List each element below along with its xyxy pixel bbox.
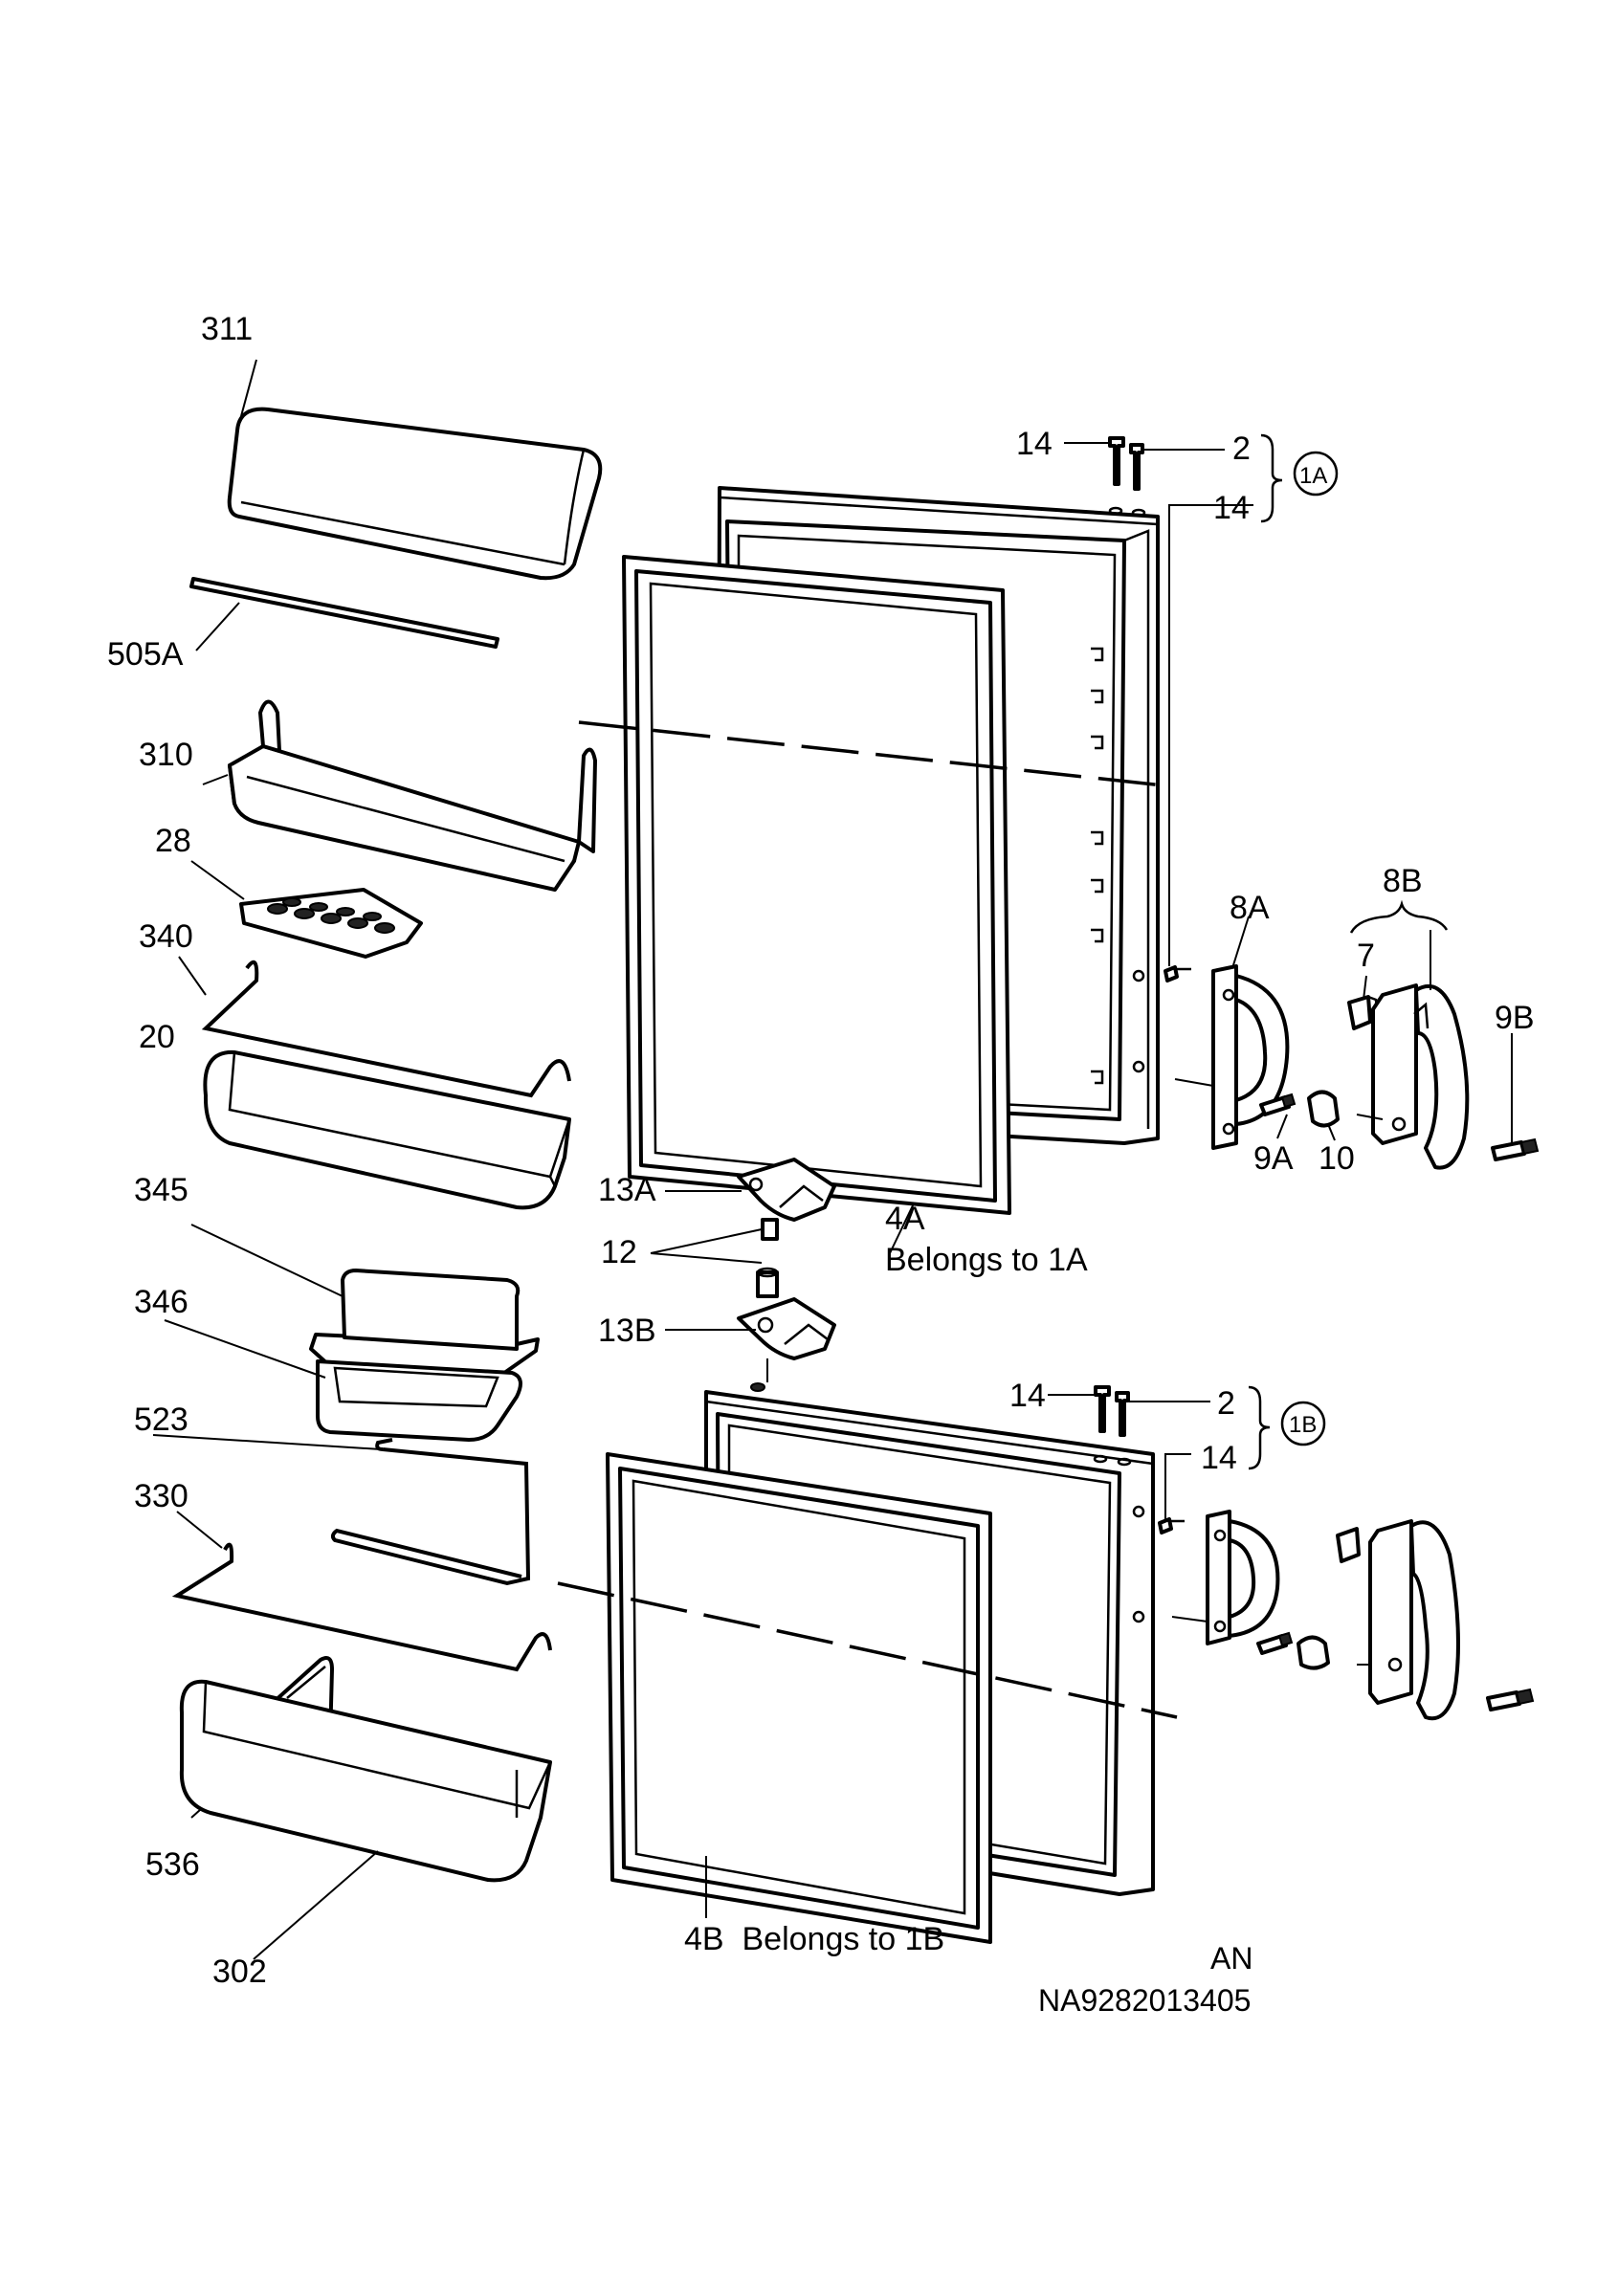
screw-9A-lower bbox=[1256, 1631, 1294, 1655]
label-7: 7 bbox=[1357, 938, 1375, 974]
label-345: 345 bbox=[134, 1172, 188, 1208]
part-311-shelf-cover bbox=[227, 407, 603, 581]
label-330: 330 bbox=[134, 1478, 188, 1514]
footer-code-an: AN bbox=[1210, 1941, 1252, 1976]
part-310-door-shelf bbox=[228, 699, 597, 892]
label-340: 340 bbox=[139, 918, 193, 955]
label-4A: 4A bbox=[885, 1201, 925, 1237]
label-302: 302 bbox=[212, 1954, 267, 1990]
part-346-butter-dish bbox=[316, 1359, 522, 1442]
label-14-side-1B: 14 bbox=[1201, 1440, 1237, 1476]
label-13A: 13A bbox=[598, 1172, 656, 1208]
screws-1B-top bbox=[1094, 1385, 1130, 1437]
label-14-top-1A: 14 bbox=[1016, 426, 1053, 462]
label-14-top-1B: 14 bbox=[1009, 1378, 1046, 1414]
part-505A-strip bbox=[189, 577, 499, 649]
part-28-egg-tray bbox=[239, 888, 423, 959]
part-8B-handle-lower bbox=[1368, 1519, 1460, 1721]
part-340-wire-rail bbox=[201, 960, 571, 1098]
brace-8B bbox=[1349, 899, 1449, 934]
part-4B-gasket bbox=[606, 1452, 992, 1944]
cap-10-lower bbox=[1297, 1635, 1330, 1670]
hinge-pin-hole-icon bbox=[750, 1382, 765, 1392]
part-8A-handle bbox=[1211, 964, 1290, 1150]
axis-upper-door bbox=[578, 720, 1173, 788]
label-9A: 9A bbox=[1253, 1140, 1294, 1177]
screws-1A-top bbox=[1108, 436, 1144, 491]
label-8A: 8A bbox=[1230, 890, 1270, 926]
part-302-door-bin bbox=[179, 1679, 552, 1883]
screw-14-side-1A bbox=[1164, 965, 1191, 982]
label-346: 346 bbox=[134, 1284, 188, 1320]
label-4A-note: Belongs to 1A bbox=[885, 1242, 1088, 1278]
label-1B: 1B bbox=[1289, 1412, 1317, 1438]
label-13B: 13B bbox=[598, 1313, 656, 1349]
clip-7-lower bbox=[1336, 1527, 1361, 1563]
part-8B-handle bbox=[1371, 983, 1470, 1170]
label-4B-note: 4B Belongs to 1B bbox=[684, 1921, 944, 1957]
label-10: 10 bbox=[1319, 1140, 1355, 1177]
label-505A: 505A bbox=[107, 636, 184, 673]
label-536: 536 bbox=[145, 1846, 200, 1883]
part-9B-screw bbox=[1491, 1137, 1540, 1161]
part-13A-hinge bbox=[737, 1158, 836, 1222]
part-523-wire-holder bbox=[330, 1438, 531, 1586]
label-28: 28 bbox=[155, 823, 191, 859]
part-8A-handle-lower bbox=[1206, 1510, 1280, 1645]
label-2-top-1A: 2 bbox=[1232, 430, 1251, 467]
label-2-top-1B: 2 bbox=[1217, 1385, 1235, 1422]
label-12: 12 bbox=[601, 1234, 637, 1270]
label-9B: 9B bbox=[1495, 1000, 1535, 1036]
part-20-door-shelf bbox=[203, 1049, 571, 1210]
screw-14-side-1B bbox=[1158, 1517, 1185, 1534]
label-20: 20 bbox=[139, 1019, 175, 1055]
label-1A: 1A bbox=[1299, 463, 1327, 489]
axis-lower-door bbox=[557, 1581, 1178, 1719]
label-523: 523 bbox=[134, 1402, 188, 1438]
label-14-side-1A: 14 bbox=[1213, 490, 1250, 526]
footer-code-number: NA9282013405 bbox=[1038, 1983, 1251, 2018]
part-330-wire-rail bbox=[171, 1542, 552, 1672]
part-12-pin bbox=[756, 1218, 779, 1298]
part-9A-screw bbox=[1259, 1093, 1297, 1116]
label-8B: 8B bbox=[1383, 863, 1423, 899]
part-10-cap bbox=[1307, 1090, 1340, 1128]
part-13B-hinge bbox=[737, 1297, 836, 1360]
part-4A-gasket bbox=[622, 555, 1011, 1215]
label-311: 311 bbox=[201, 311, 253, 347]
label-310: 310 bbox=[139, 737, 193, 773]
screw-9B-lower bbox=[1486, 1688, 1535, 1711]
